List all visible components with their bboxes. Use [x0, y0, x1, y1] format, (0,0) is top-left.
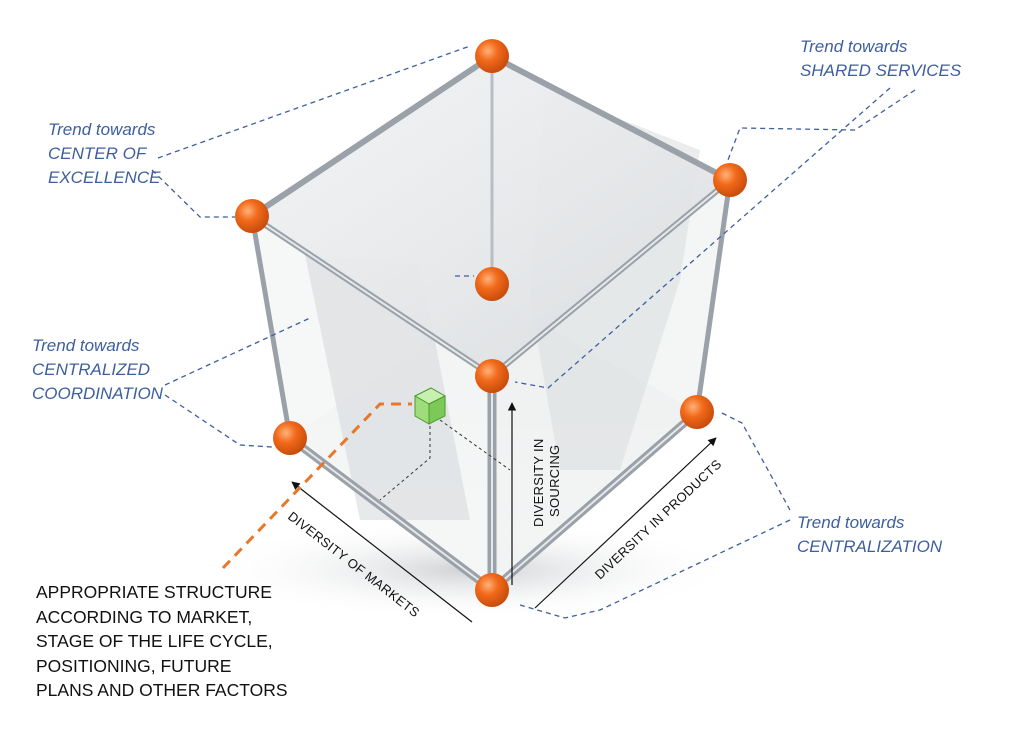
axis-label-sourcing: DIVERSITY IN SOURCING [531, 434, 562, 527]
leader-center-of-excellence-lower [151, 169, 235, 218]
leader-lines [151, 45, 916, 619]
axis-label-sourcing-line1: DIVERSITY IN [531, 438, 546, 527]
label-centralized-coordination-line3: COORDINATION [32, 384, 163, 403]
label-center-of-excellence-line2: CENTER OF [48, 144, 147, 163]
leader-center-of-excellence [157, 45, 471, 159]
vertex-back-bottom [475, 267, 509, 301]
vertex-top-back [475, 39, 509, 73]
leader-centralized-coordination-lower [164, 394, 273, 448]
label-shared-services-line2: SHARED SERVICES [800, 61, 962, 80]
leader-shared-services-upper [727, 89, 916, 161]
note-line4: POSITIONING, FUTURE [36, 655, 232, 676]
leader-centralization-upper [721, 412, 791, 511]
note-line5: PLANS AND OTHER FACTORS [36, 680, 288, 700]
label-centralized-coordination-line2: CENTRALIZED [32, 360, 151, 379]
leader-shared-services-lower [514, 87, 891, 389]
current-position-marker [413, 387, 447, 425]
label-shared-services-line1: Trend towards [800, 37, 908, 56]
label-shared-services: Trend towards SHARED SERVICES [800, 35, 961, 83]
axis-arrow-products [534, 437, 717, 609]
marker-projection-lines [379, 419, 511, 501]
label-center-of-excellence: Trend towards CENTER OF EXCELLENCE [48, 118, 160, 190]
label-center-of-excellence-line3: EXCELLENCE [48, 168, 161, 187]
label-centralization-line1: Trend towards [797, 513, 905, 532]
cube-vertices [235, 39, 747, 607]
leader-centralization-lower [519, 519, 791, 619]
vertex-bottom-right [680, 395, 714, 429]
label-centralized-coordination: Trend towards CENTRALIZED COORDINATION [32, 334, 163, 406]
vertex-top-left [235, 199, 269, 233]
note-line1: APPROPRIATE STRUCTURE [36, 582, 272, 602]
label-centralization: Trend towards CENTRALIZATION [797, 511, 942, 559]
label-center-of-excellence-line1: Trend towards [48, 120, 156, 139]
appropriate-structure-note: APPROPRIATE STRUCTURE ACCORDING TO MARKE… [36, 580, 288, 703]
vertex-bottom-left [273, 421, 307, 455]
appropriate-structure-line [221, 402, 412, 570]
vertex-top-front [475, 359, 509, 393]
note-line2: ACCORDING TO MARKET, [36, 606, 253, 627]
vertex-bottom-front [475, 573, 509, 607]
axis-label-sourcing-line2: SOURCING [547, 445, 562, 517]
axis-arrow-markets [291, 481, 473, 623]
label-centralized-coordination-line1: Trend towards [32, 336, 140, 355]
vertex-top-right [713, 163, 747, 197]
note-line3: STAGE OF THE LIFE CYCLE, [36, 631, 273, 651]
label-centralization-line2: CENTRALIZATION [797, 537, 943, 556]
